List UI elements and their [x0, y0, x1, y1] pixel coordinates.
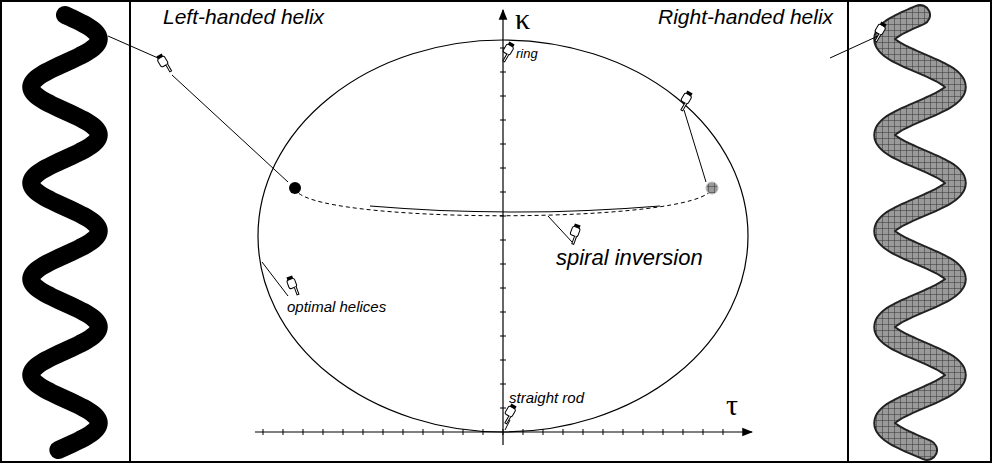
axis-tick [363, 429, 364, 435]
leader-line [172, 75, 288, 182]
pointing-hand [501, 403, 518, 424]
axis-tick [443, 429, 444, 435]
axis-tick [500, 96, 506, 97]
axis-tick [343, 429, 344, 435]
axis-tick [623, 429, 624, 435]
right-helix-dot [706, 182, 718, 194]
axis-tick [500, 240, 506, 241]
leader-line [830, 36, 878, 58]
point-label: straight rod [509, 390, 584, 407]
leader-line [262, 262, 288, 296]
pointing-hand [871, 21, 888, 42]
pointing-hand [567, 223, 581, 245]
axis-tick [523, 429, 524, 435]
axis-tick [663, 429, 664, 435]
axis-tick [483, 429, 484, 435]
axis-tick [500, 120, 506, 121]
axis-tick [500, 288, 506, 289]
axis-tick [563, 429, 564, 435]
panel-divider [847, 0, 849, 463]
curve-label: optimal helices [287, 299, 386, 316]
axis-label: τ [726, 388, 738, 421]
axis-tick [500, 336, 506, 337]
axis-label: κ [515, 2, 530, 35]
axis-tick [500, 72, 506, 73]
axis-tick [303, 429, 304, 435]
pointing-hand [286, 275, 300, 297]
right-helix-outline [884, 15, 956, 450]
dashed-path [295, 188, 712, 216]
axis-tick [383, 429, 384, 435]
kappa-axis [502, 10, 503, 445]
axis-tick [683, 429, 684, 435]
axis-tick [423, 429, 424, 435]
leader-line [684, 110, 706, 182]
axis-tick [500, 384, 506, 385]
helix-label: Left-handed helix [163, 5, 324, 28]
axis-tick [283, 429, 284, 435]
panel-divider [129, 0, 131, 463]
axis-tick [403, 429, 404, 435]
optimal-helices-curve [258, 40, 748, 432]
left-helix-dot [289, 182, 301, 194]
pointing-hand [156, 53, 173, 74]
spiral-inversion-curve [370, 206, 660, 212]
axis-tick [263, 429, 264, 435]
axis-tick [643, 429, 644, 435]
curve-label: spiral inversion [556, 246, 703, 270]
axis-tick [323, 429, 324, 435]
point-label: ring [516, 47, 538, 61]
leader-line [108, 36, 158, 58]
right-helix [884, 15, 956, 450]
axis-tick [500, 360, 506, 361]
helix-label: Right-handed helix [658, 5, 833, 28]
left-helix [31, 15, 99, 450]
axis-tick [500, 168, 506, 169]
axis-tick [500, 264, 506, 265]
axis-tick [500, 192, 506, 193]
axis-tick [500, 408, 506, 409]
axis-tick [703, 429, 704, 435]
axis-tick [500, 144, 506, 145]
axis-tick [583, 429, 584, 435]
leader-line [548, 216, 572, 242]
axis-tick [500, 312, 506, 313]
axis-tick [603, 429, 604, 435]
axis-tick [723, 429, 724, 435]
pointing-hand [677, 90, 694, 111]
pointing-hand [499, 41, 516, 62]
